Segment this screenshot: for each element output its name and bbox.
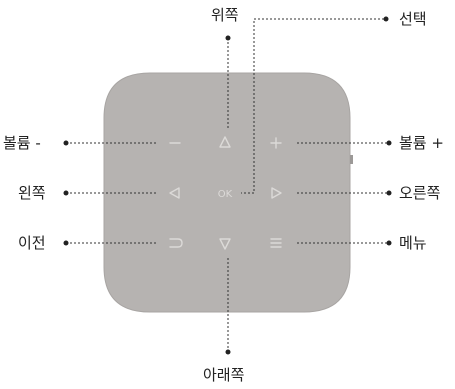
triangle-down-icon[interactable]: [219, 238, 231, 250]
label-right: 오른쪽: [399, 184, 441, 202]
callout-dot-menu: [386, 240, 392, 246]
return-icon[interactable]: [169, 238, 183, 248]
label-down: 아래쪽: [203, 366, 245, 384]
triangle-right-icon[interactable]: [271, 187, 282, 199]
plus-icon[interactable]: [270, 137, 282, 149]
triangle-left-icon[interactable]: [169, 187, 180, 199]
callout-dot-volume-up: [386, 140, 392, 146]
label-back: 이전: [18, 234, 46, 252]
hamburger-icon[interactable]: [270, 238, 282, 248]
callout-dot-up: [225, 35, 231, 41]
callout-line-select: [241, 18, 384, 194]
label-volume-down: 볼륨 -: [3, 134, 41, 152]
label-up: 위쪽: [211, 6, 239, 24]
label-left: 왼쪽: [18, 184, 46, 202]
side-port: [350, 155, 353, 164]
callout-dot-volume-down: [63, 140, 69, 146]
label-menu: 메뉴: [399, 234, 427, 252]
device-body: [103, 72, 351, 313]
callout-dot-back: [63, 240, 69, 246]
callout-dot-right: [386, 190, 392, 196]
callout-dot-select: [383, 16, 389, 22]
label-select: 선택: [399, 10, 427, 28]
callout-dot-left: [63, 190, 69, 196]
ok-button-label[interactable]: OK: [218, 189, 233, 200]
callout-dot-down: [225, 349, 231, 355]
triangle-up-icon[interactable]: [219, 136, 231, 148]
label-volume-up: 볼륨 +: [399, 134, 444, 152]
